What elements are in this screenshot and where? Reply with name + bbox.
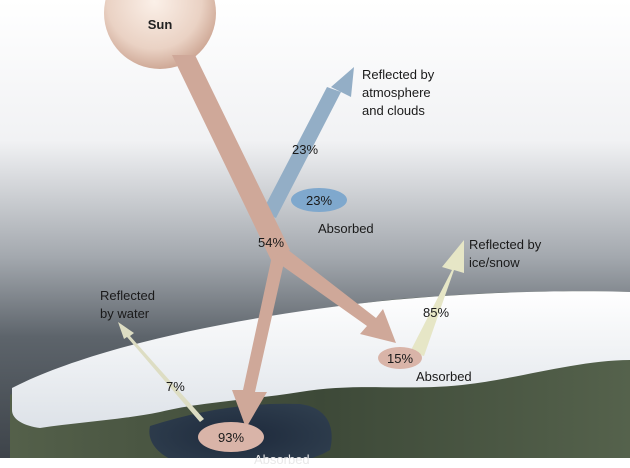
ice-sheet [12,291,630,428]
solar-beam-shape [172,55,290,262]
ice-reflection-shape [410,240,464,356]
water-reflection-shape [118,322,204,422]
bottom-margin [0,458,630,468]
water-absorbed-ellipse [198,422,264,452]
atmosphere-arrow-shape [262,67,354,218]
atmosphere-reflected-percent: 23% [292,142,318,157]
atmosphere-absorbed-label: Absorbed [318,221,374,236]
ice-reflected-label: Reflected by ice/snow [469,237,545,270]
ice-reflection-arrow [410,240,464,356]
atmosphere-reflection-arrow [262,67,354,218]
ice-absorbed-label: Absorbed [416,369,472,384]
atmosphere-reflected-label: Reflected by atmosphere and clouds [362,67,438,118]
water-reflection-arrow [118,322,204,422]
ice-incoming-arrow [274,246,396,343]
surface-transmitted-percent: 54% [258,235,284,250]
water-incoming-arrow [232,256,285,428]
ice-absorbed-percent: 15% [387,351,413,366]
water-absorbed-percent: 93% [218,430,244,445]
sun: Sun [104,0,216,69]
incoming-solar-beam [172,55,290,262]
water-reflected-percent: 7% [166,379,185,394]
ice-reflected-percent: 85% [423,305,449,320]
water-reflected-label: Reflected by water [100,288,159,321]
atmosphere-absorbed-percent: 23% [306,193,332,208]
atmosphere-absorbed-ellipse [291,188,347,212]
ice-incoming-shape [274,246,396,343]
sun-disc [104,0,216,69]
water-incoming-shape [232,256,285,428]
water-absorbed-label: Absorbed [254,452,310,467]
ice-absorbed-ellipse [378,347,422,369]
sun-label: Sun [148,17,173,32]
